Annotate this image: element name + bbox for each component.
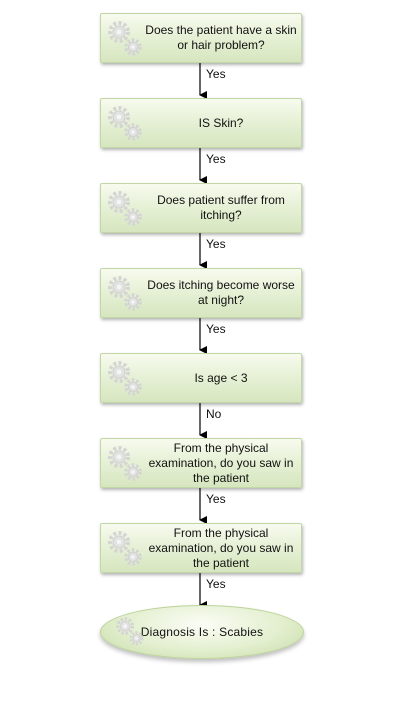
edge-label: Yes [206,577,226,591]
question-node: IS Skin? [100,98,302,148]
node-label: From the physical examination, do you sa… [148,525,294,570]
diagnosis-result-node: Diagnosis Is : Scabies [100,605,304,659]
diagnosis-label: Diagnosis Is : Scabies [140,625,264,639]
edge-label: Yes [206,67,226,81]
gears-icon [108,531,142,566]
question-node: Does itching become worse at night? [100,268,302,318]
question-node: From the physical examination, do you sa… [100,438,302,488]
node-label: Does patient suffer from itching? [157,193,285,222]
gears-icon [108,191,142,226]
question-node: From the physical examination, do you sa… [100,523,302,573]
node-label: Is age < 3 [194,370,248,385]
edge-label: Yes [206,322,226,336]
gears-icon [108,361,142,396]
gears-icon [108,276,142,311]
node-label: From the physical examination, do you sa… [148,440,294,485]
edge-label: Yes [206,237,226,251]
gears-icon [108,106,142,141]
question-node: Does the patient have a skin or hair pro… [100,13,302,63]
question-node: Is age < 3 [100,353,302,403]
gears-icon [116,617,144,646]
gears-icon [108,21,142,56]
node-label: IS Skin? [198,115,244,130]
edge-label: Yes [206,152,226,166]
question-node: Does patient suffer from itching? [100,183,302,233]
node-label: Does the patient have a skin or hair pro… [145,23,297,52]
edge-label: Yes [206,492,226,506]
node-label: Does itching become worse at night? [147,278,295,307]
gears-icon [108,446,142,481]
edge-label: No [206,407,222,421]
